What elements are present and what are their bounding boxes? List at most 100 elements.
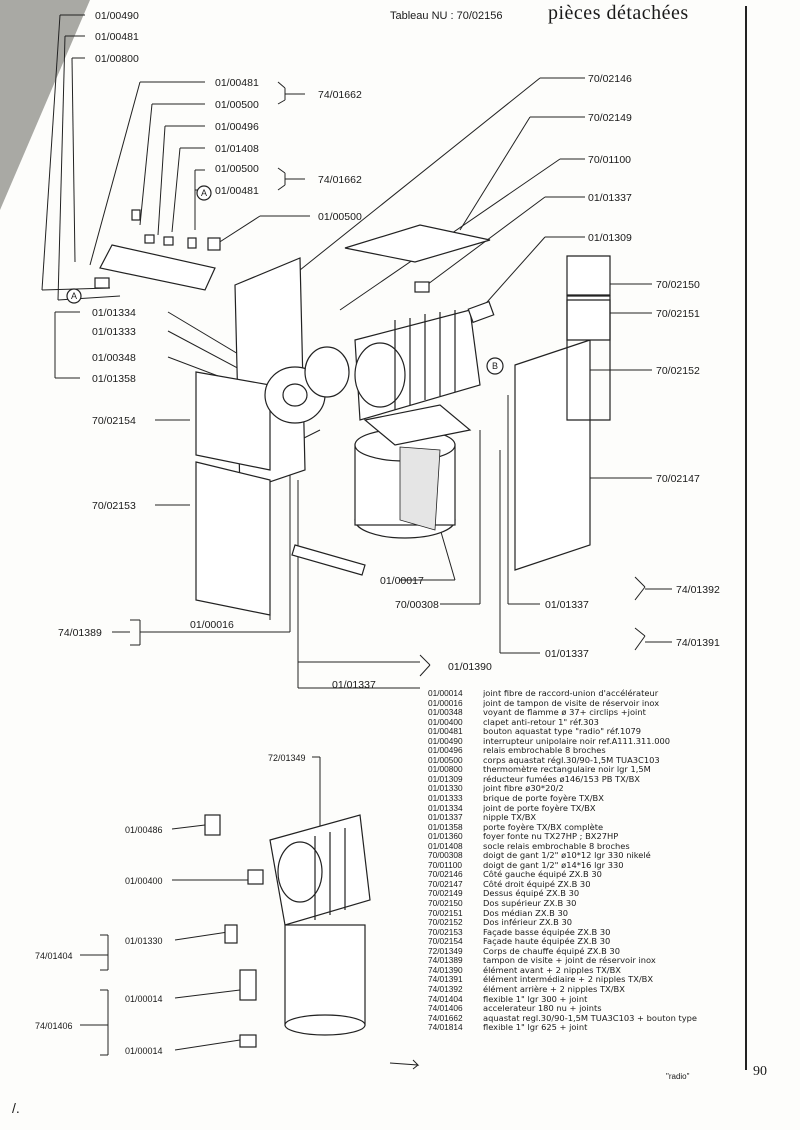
- lbl-70-02150: 70/02150: [656, 279, 700, 291]
- legend-description: joint fibre ø30*20/2: [483, 784, 564, 794]
- lbl-01-00400: 01/00400: [125, 876, 163, 886]
- legend-description: doigt de gant 1/2" ø10*12 lgr 330 nikelé: [483, 851, 651, 861]
- lbl-70-02151: 70/02151: [656, 308, 700, 320]
- legend-description: tampon de visite + joint de réservoir in…: [483, 956, 656, 966]
- svg-text:B: B: [492, 361, 498, 371]
- scan-corner: [0, 0, 90, 210]
- legend-row: 70/02150 Dos supérieur ZX.B 30: [428, 898, 740, 909]
- legend-description: socle relais embrochable 8 broches: [483, 841, 630, 851]
- lbl-01-00014-a: 01/00014: [125, 994, 163, 1004]
- legend-code: 74/01406: [428, 1003, 463, 1014]
- legend-code: 01/01330: [428, 783, 463, 794]
- legend-code: 01/00400: [428, 716, 463, 727]
- lbl-74-01392: 74/01392: [676, 584, 720, 596]
- page-title: pièces détachées: [548, 2, 689, 24]
- legend-code: 01/00481: [428, 726, 463, 737]
- legend-description: Façade haute équipée ZX.B 30: [483, 937, 611, 947]
- check-valve: [247, 869, 264, 885]
- legend-row: 01/00016 joint de tampon de visite de rés…: [428, 697, 740, 709]
- legend-description: joint de tampon de visite de réservoir i…: [483, 698, 660, 708]
- legend-code: 01/01408: [428, 840, 463, 851]
- legend-description: joint fibre de raccord-union d'accélérat…: [483, 689, 659, 698]
- legend-description: brique de porte foyère TX/BX: [483, 794, 604, 804]
- front-lower-panel: [195, 461, 271, 616]
- legend-code: 01/00014: [428, 688, 463, 698]
- legend-code: 01/00500: [428, 754, 463, 765]
- lbl-70-02149: 70/02149: [588, 112, 632, 124]
- legend-description: flexible 1" lgr 300 + joint: [483, 994, 588, 1004]
- legend-code: 01/01360: [428, 831, 463, 842]
- legend-code: 70/01100: [428, 859, 462, 870]
- legend-description: doigt de gant 1/2" ø14*16 lgr 330: [483, 860, 624, 870]
- lbl-01-01309: 01/01309: [588, 232, 632, 244]
- lbl-01-00496: 01/00496: [215, 121, 259, 133]
- legend-code: 74/01390: [428, 964, 463, 975]
- flue-reducer: [467, 300, 495, 324]
- legend-row: 01/00014 joint fibre de raccord-union d'a…: [428, 688, 740, 699]
- legend-code: 72/01349: [428, 945, 463, 956]
- lbl-01-00017: 01/00017: [380, 575, 424, 587]
- nipple-part: [414, 281, 430, 293]
- arrow-indicator: [389, 1059, 420, 1070]
- legend-code: 74/01392: [428, 983, 463, 994]
- top-cover-panel: [344, 224, 491, 263]
- part-text-markers: A A B: [71, 188, 498, 371]
- lbl-74-01662-a: 74/01662: [318, 89, 362, 101]
- legend-row: 70/01100 doigt de gant 1/2" ø14*16 lgr 33…: [428, 859, 740, 871]
- legend-description: Côté gauche équipé ZX.B 30: [483, 870, 602, 880]
- legend-code: 70/02152: [428, 917, 463, 928]
- legend-code: 01/00016: [428, 697, 463, 708]
- tank-plate: [363, 404, 472, 446]
- lbl-74-01662-b: 74/01662: [318, 174, 362, 186]
- rear-panel-low: [566, 299, 611, 421]
- legend-code: 70/02149: [428, 888, 463, 899]
- legend-description: joint de porte foyère TX/BX: [483, 803, 596, 813]
- relay-part: [204, 814, 221, 836]
- lbl-70-02153: 70/02153: [92, 500, 136, 512]
- legend-code: 70/02150: [428, 898, 463, 909]
- legend-description: interrupteur unipolaire noir ref.A111.31…: [483, 736, 671, 746]
- legend-description: accelerateur 180 nu + joints: [483, 1004, 602, 1014]
- rear-panel-top: [566, 255, 611, 296]
- lbl-01-00481-c: 01/00481: [215, 185, 259, 197]
- lbl-01-00500-c: 01/00500: [318, 211, 362, 223]
- part-labels: 01/00490 01/00481 01/00800 01/00481 01/0…: [35, 10, 720, 1056]
- legend-description: flexible 1" lgr 625 + joint: [483, 1023, 588, 1033]
- door-seal: [304, 346, 350, 398]
- lbl-70-02147: 70/02147: [656, 473, 700, 485]
- svg-text:A: A: [201, 188, 207, 198]
- legend-row: 01/01334 joint de porte foyère TX/BX: [428, 802, 740, 814]
- callout-lines: [41, 14, 672, 1056]
- lbl-70-02146: 70/02146: [588, 73, 632, 85]
- legend-code: 70/02147: [428, 878, 463, 889]
- legend-row: 70/02149 Dessus équipé ZX.B 30: [428, 889, 740, 899]
- legend-code: 01/01309: [428, 773, 463, 784]
- svg-text:A: A: [71, 291, 77, 301]
- legend-row: 01/01408 socle relais embrochable 8 broch…: [428, 840, 740, 852]
- lbl-01-00348: 01/00348: [92, 352, 136, 364]
- legend-description: relais embrochable 8 broches: [483, 746, 606, 756]
- legend-code: 01/01337: [428, 812, 463, 823]
- table-ref: Tableau NU : 70/02156: [390, 10, 503, 22]
- legend-code: 70/00308: [428, 850, 463, 861]
- flame-sight: [224, 924, 238, 944]
- lbl-01-01337-c: 01/01337: [545, 648, 589, 660]
- lbl-70-00308: 70/00308: [395, 599, 439, 611]
- legend-description: Dessus équipé ZX.B 30: [483, 889, 580, 899]
- legend-code: 01/01334: [428, 802, 463, 813]
- legend-description: Dos supérieur ZX.B 30: [483, 899, 577, 909]
